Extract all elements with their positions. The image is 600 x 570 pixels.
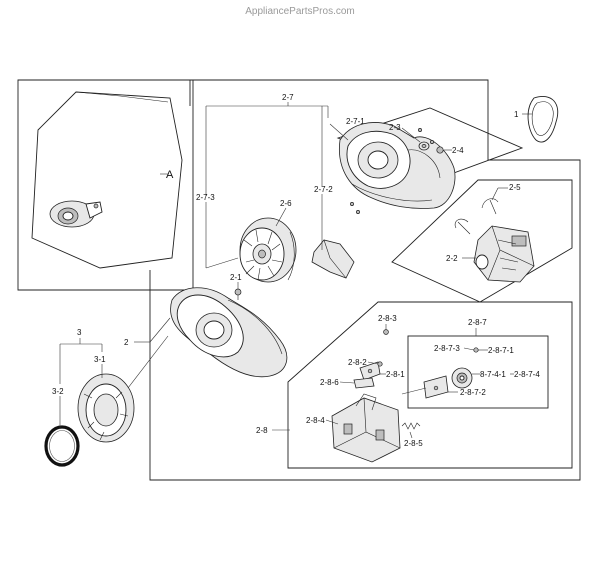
watermark: AppliancePartsPros.com <box>245 6 355 17</box>
motor-bracket <box>331 393 401 463</box>
tension-spring <box>401 422 421 430</box>
screw-2-3 <box>418 141 430 151</box>
callout-2: 2 <box>124 338 129 347</box>
callout-2-4: 2-4 <box>452 146 464 155</box>
callout-labels: 2-7 2-7-1 2-7-2 2-7-3 1 2-3 2-4 2-5 2-6 … <box>52 93 540 448</box>
screw-2-4 <box>436 146 444 154</box>
bracket-pin-2-8-6 <box>353 377 375 389</box>
screw-2-1 <box>234 288 242 300</box>
callout-2-8-3: 2-8-3 <box>378 314 397 323</box>
callout-1: 1 <box>514 110 519 119</box>
callout-2-8-2: 2-8-2 <box>348 358 367 367</box>
callout-2-7: 2-7 <box>282 93 294 102</box>
callout-3-2: 3-2 <box>52 387 64 396</box>
blower-wheel <box>239 217 297 283</box>
drive-belt <box>527 96 559 143</box>
housing-seal <box>311 239 355 279</box>
callout-2-7-2: 2-7-2 <box>314 185 333 194</box>
sensor-screw <box>473 347 479 353</box>
callout-2-7-1: 2-7-1 <box>346 117 365 126</box>
bracket-subpanel <box>287 301 573 469</box>
callout-2-8-1: 2-8-1 <box>386 370 405 379</box>
callout-2-8-7: 2-8-7 <box>468 318 487 327</box>
main-frame-outline <box>149 79 581 481</box>
sensor-bracket <box>423 375 449 399</box>
callout-2-1: 2-1 <box>230 273 242 282</box>
cabinet-panel-edge <box>75 91 169 103</box>
callout-3-1: 3-1 <box>94 355 106 364</box>
callout-2-8-7-1: 2-8-7-1 <box>488 346 514 355</box>
screw-2-8-2 <box>377 361 383 367</box>
callout-2-8-7-4: 2-8-7-4 <box>514 370 540 379</box>
callout-2-8-4: 2-8-4 <box>306 416 325 425</box>
screw-2-8-3 <box>383 329 389 335</box>
callout-2-7-3: 2-7-3 <box>196 193 215 202</box>
inset-blower-assembly <box>49 200 103 228</box>
callout-2-3: 2-3 <box>389 123 401 132</box>
sensor-subpanel <box>407 335 549 409</box>
callout-2-8-6: 2-8-6 <box>320 378 339 387</box>
drive-motor <box>473 225 535 283</box>
callout-2-5: 2-5 <box>509 183 521 192</box>
callout-2-8-5: 2-8-5 <box>404 439 423 448</box>
callout-3: 3 <box>77 328 82 337</box>
detail-marker-a: A <box>166 169 174 181</box>
blower-housing-cover <box>338 122 456 214</box>
callout-2-8: 2-8 <box>256 426 268 435</box>
callout-2-8-7-3: 2-8-7-3 <box>434 344 460 353</box>
motor-subpanel <box>391 179 573 303</box>
blower-duct <box>170 287 288 378</box>
duct-ring <box>77 373 135 443</box>
gasket-ring <box>44 425 80 467</box>
sensor-pulley <box>451 367 473 389</box>
callout-2-2: 2-2 <box>446 254 458 263</box>
cabinet-panel <box>31 91 183 269</box>
callout-2-6: 2-6 <box>280 199 292 208</box>
callout-8-7-4-1: 8-7-4-1 <box>480 370 506 379</box>
clip-2-5 <box>454 198 499 235</box>
callout-2-8-7-2: 2-8-7-2 <box>460 388 486 397</box>
inset-detail-a: A <box>17 79 194 291</box>
leader-lines <box>59 102 532 439</box>
